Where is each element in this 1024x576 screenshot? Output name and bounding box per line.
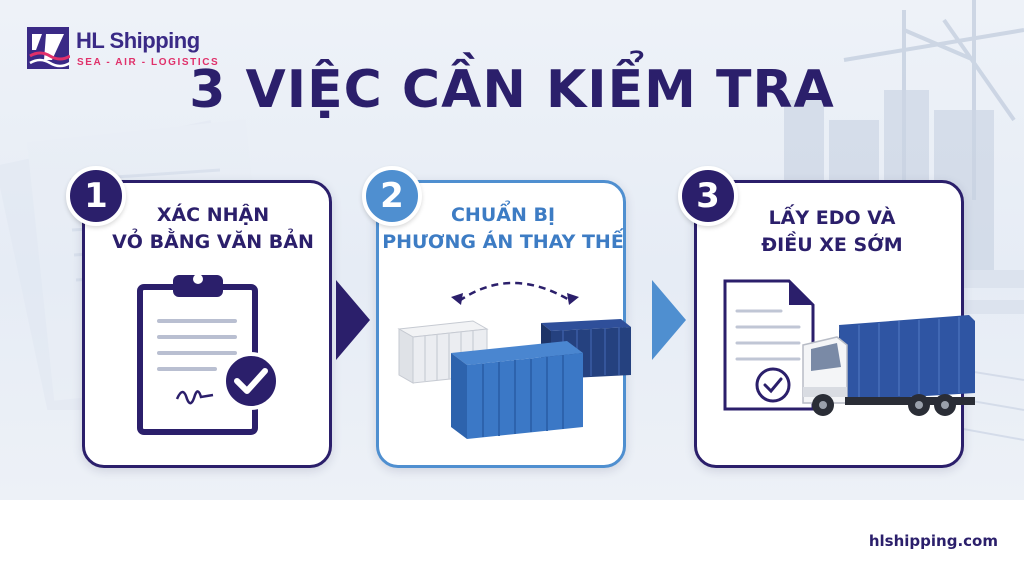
logo-mark-icon (27, 27, 70, 69)
step-2-label: CHUẨN BỊ PHƯƠNG ÁN THAY THẾ (376, 202, 630, 256)
page-title: 3 VIỆC CẦN KIỂM TRA (189, 60, 835, 120)
brand-logo[interactable]: HL Shipping SEA - AIR - LOGISTICS (26, 24, 226, 74)
step-3-label: LẤY EDO VÀ ĐIỀU XE SỚM (712, 205, 952, 259)
footer-band (0, 500, 1024, 576)
step-3-line-2: ĐIỀU XE SỚM (761, 234, 903, 256)
step-number-2: 2 (362, 166, 422, 226)
arrow-right-icon (652, 280, 686, 360)
step-card-2 (376, 180, 631, 468)
brand-name: HL Shipping (76, 28, 200, 53)
website-link[interactable]: hlshipping.com (868, 532, 998, 550)
arrow-right-icon (336, 280, 370, 360)
step-1-label: XÁC NHẬN VỎ BẰNG VĂN BẢN (82, 202, 344, 256)
step-1-line-2: VỎ BẰNG VĂN BẢN (112, 231, 314, 253)
clipboard-check-icon (137, 274, 280, 435)
step-2-line-1: CHUẨN BỊ (450, 204, 556, 226)
container-swap-icon (397, 281, 631, 439)
step-1-line-1: XÁC NHẬN (156, 204, 270, 226)
step-card-3 (694, 180, 975, 468)
step-card-1 (82, 180, 332, 468)
step-number-3: 3 (678, 166, 738, 226)
step-2-line-2: PHƯƠNG ÁN THAY THẾ (382, 231, 624, 253)
step-number-1: 1 (66, 166, 126, 226)
brand-tagline: SEA - AIR - LOGISTICS (77, 57, 220, 68)
document-truck-icon (723, 279, 975, 416)
step-3-line-1: LẤY EDO VÀ (768, 207, 896, 229)
